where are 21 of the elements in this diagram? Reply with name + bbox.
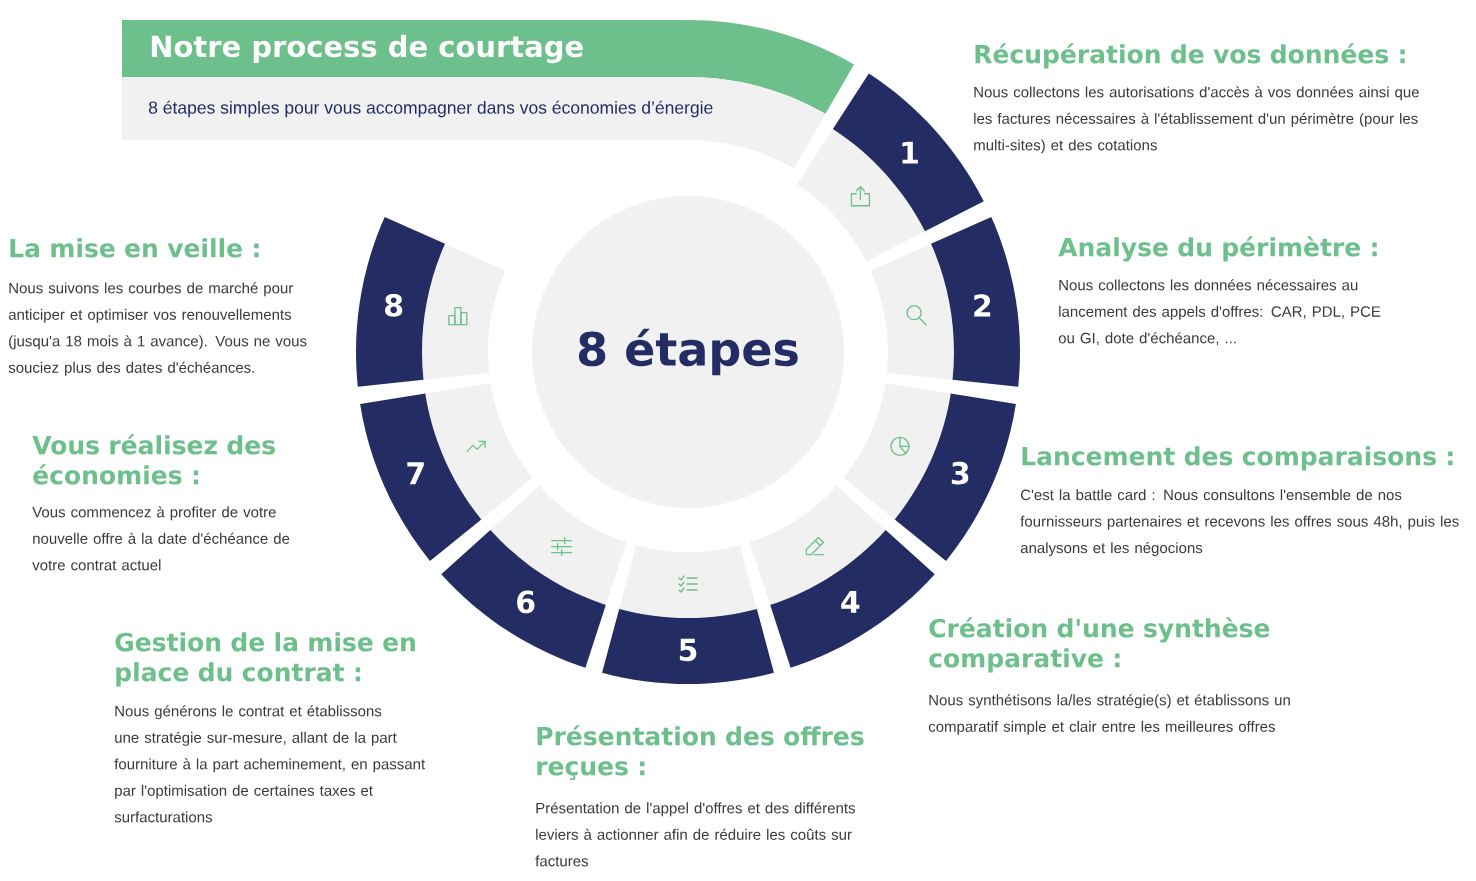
step-description: Nous suivons les courbes de marché pour anticiper et optimiser vos renouvellements (jusqu'a 18 mois à 1 avance). Vous ne vous souciez plus des dates d'échéances.: [8, 282, 307, 376]
step-heading: La mise en veille :: [10, 238, 259, 258]
step-segment: 6: [441, 485, 627, 668]
step-description: Nous collectons les données nécessaires au lancement des appels d'offres: CAR, PDL, PCE ou GI, dote d'échéance, ...: [1058, 279, 1381, 346]
step-description: Vous commencez à profiter de votre nouvelle offre à la date d'échéance de votre contrat actuel: [32, 506, 290, 571]
subtitle-band: 8 étapes simples pour vous accompagner dans vos économies d’énergie: [122, 77, 826, 169]
step-segment: 5: [602, 545, 774, 684]
step-heading: Lancement des comparaisons :: [1022, 446, 1453, 471]
step-heading: Analyse du périmètre :: [1058, 236, 1377, 262]
step-segment: 7: [360, 383, 533, 561]
step-heading: Gestion de la mise en place du contrat :: [115, 632, 415, 687]
step-description: C'est la battle card : Nous consultons l'ensemble de nos fournisseurs partenaires et recevons les offres sous 48h, puis les analysons et les négocions: [1020, 489, 1459, 557]
step-heading: Vous réalisez des économies :: [32, 434, 275, 485]
step-description: Nous générons le contrat et établissons une stratégie sur-mesure, allant de la part fourniture à la part acheminement, en passant par l'optimisation de certaines taxes et surfacturations: [114, 705, 426, 823]
step-description: Présentation de l'appel d'offres et des différents leviers à actionner afin de réduire les coûts sur factures: [535, 802, 855, 867]
step-segment: 3: [843, 383, 1016, 561]
step-heading: Récupération de vos données :: [975, 43, 1405, 69]
step-heading: Présentation des offres reçues :: [537, 725, 864, 781]
step-segment: 2: [870, 216, 1020, 387]
step-segment: 8: [356, 216, 506, 387]
step-description: Nous synthétisons la/les stratégie(s) et établissons un comparatif simple et clair entre les meilleures offres: [928, 694, 1290, 735]
